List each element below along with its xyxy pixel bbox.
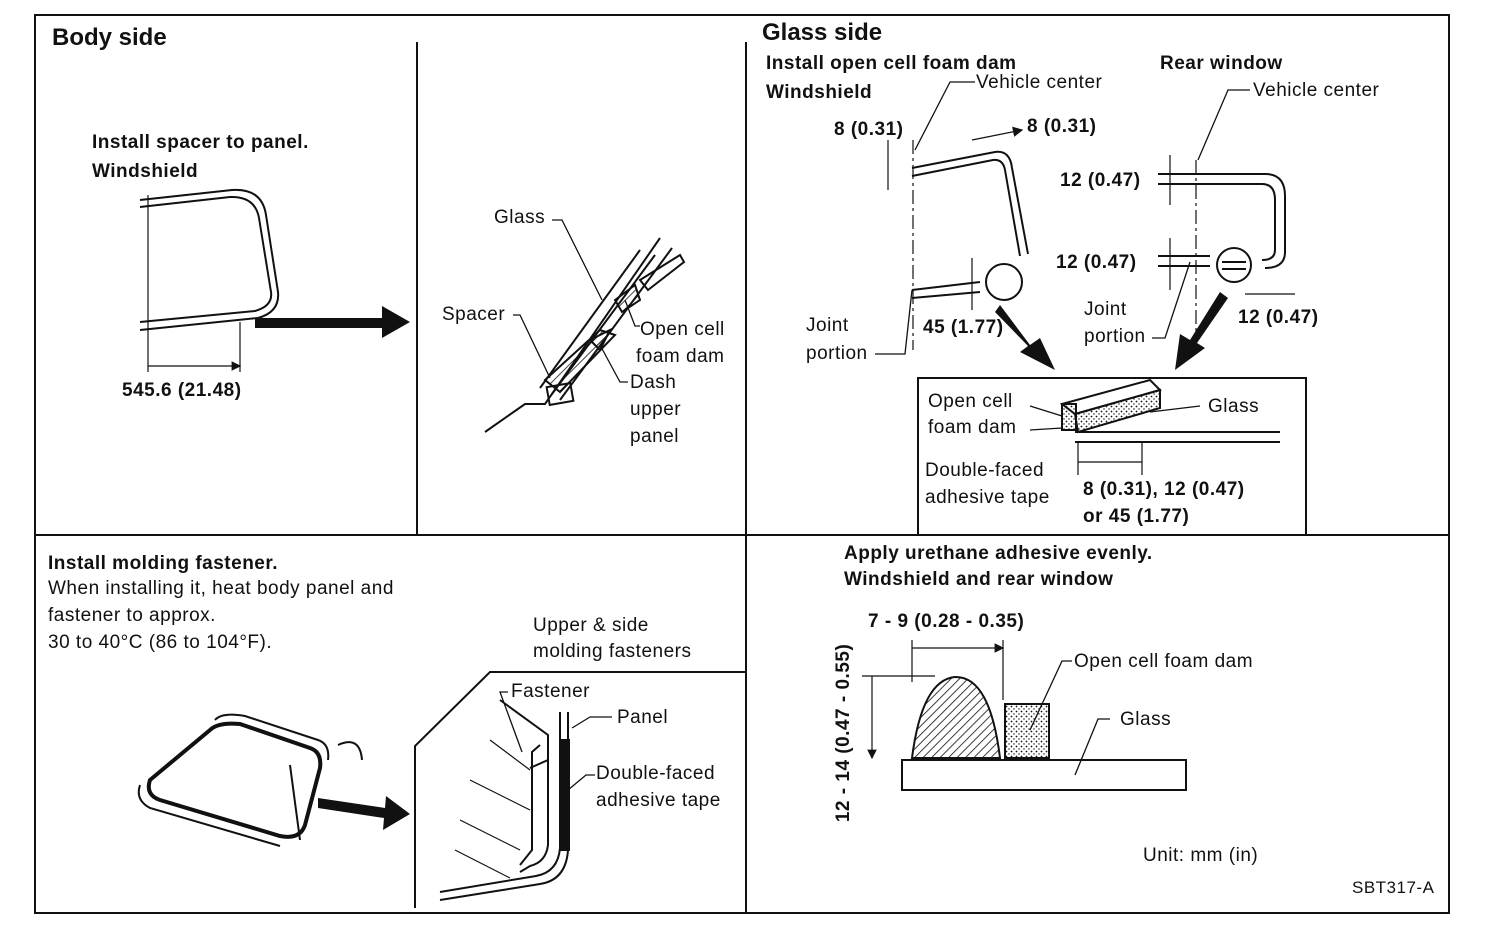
rear-window-arrow: [1175, 292, 1228, 370]
label-glass: Glass: [494, 207, 546, 228]
rear-window-joint-2: portion: [1084, 326, 1146, 347]
windshield-dim-top-left: 8 (0.31): [834, 119, 904, 140]
foam-dam-detail: [917, 377, 1307, 536]
label-spacer: Spacer: [442, 304, 506, 325]
windshield-arrow: [995, 305, 1055, 370]
spacer-leaders: [513, 219, 640, 383]
molding-note-2: fastener to approx.: [48, 605, 216, 626]
windshield-leaders: [875, 81, 1024, 355]
rear-window-dim-right: 12 (0.47): [1238, 307, 1319, 328]
detail-leaders: [1029, 405, 1201, 431]
label-dash-1: Dash: [630, 372, 677, 393]
molding-window-outline: [137, 713, 363, 847]
diagram-frame: [34, 14, 1450, 914]
urethane-leaders: [1029, 660, 1110, 776]
label-fastener: Fastener: [511, 681, 590, 702]
detail-glass: Glass: [1208, 396, 1260, 417]
windshield-title: Windshield: [766, 82, 873, 103]
molding-note-1: When installing it, heat body panel and: [48, 578, 394, 599]
label-panel: Panel: [617, 707, 669, 728]
spacer-cross-section: [484, 237, 686, 433]
body-side-subject: Windshield: [92, 161, 199, 182]
windshield-outline-glass: [887, 140, 1029, 350]
rear-window-dim-mid: 12 (0.47): [1056, 252, 1137, 273]
molding-step: Install molding fastener.: [48, 553, 278, 574]
molding-tape-2: adhesive tape: [596, 790, 721, 811]
unit-label: Unit: mm (in): [1143, 845, 1259, 866]
label-dash-3: panel: [630, 426, 679, 447]
detail-foam-1: Open cell: [928, 391, 1013, 412]
detail-foam-2: foam dam: [928, 417, 1017, 438]
urethane-foam: Open cell foam dam: [1074, 651, 1254, 672]
molding-tape-1: Double-faced: [596, 763, 716, 784]
windshield-vehicle-center: Vehicle center: [976, 72, 1103, 93]
body-side-title: Body side: [52, 24, 167, 51]
rear-window-outline: [1158, 155, 1295, 340]
molding-big-arrow: [318, 796, 410, 830]
glass-side-step: Install open cell foam dam: [766, 53, 1017, 74]
label-foam-1: Open cell: [640, 319, 725, 340]
rear-window-vehicle-center: Vehicle center: [1253, 80, 1380, 101]
label-foam-2: foam dam: [636, 346, 725, 367]
body-side-step: Install spacer to panel.: [92, 132, 309, 153]
detail-tape-2: adhesive tape: [925, 487, 1050, 508]
molding-fasteners-1: Upper & side: [533, 615, 649, 636]
windshield-joint-1: Joint: [806, 315, 849, 336]
urethane-height-dim: 12 - 14 (0.47 - 0.55): [833, 643, 855, 823]
urethane-step: Apply urethane adhesive evenly.: [844, 543, 1153, 564]
urethane-cross-section: [862, 640, 1187, 791]
detail-tape-1: Double-faced: [925, 460, 1045, 481]
rear-window-title: Rear window: [1160, 53, 1283, 74]
molding-note-3: 30 to 40°C (86 to 104°F).: [48, 632, 273, 653]
windshield-outline-body: [139, 188, 280, 372]
fastener-detail: [414, 671, 746, 908]
glass-side-title: Glass side: [762, 19, 883, 46]
rear-window-joint-1: Joint: [1084, 299, 1127, 320]
body-side-dimension: 545.6 (21.48): [122, 380, 242, 401]
fastener-leaders: [499, 691, 612, 791]
rear-window-leaders: [1152, 89, 1250, 339]
rear-window-dim-top: 12 (0.47): [1060, 170, 1141, 191]
molding-fasteners-2: molding fasteners: [533, 641, 692, 662]
urethane-glass: Glass: [1120, 709, 1172, 730]
windshield-dim-top-right: 8 (0.31): [1027, 116, 1097, 137]
windshield-joint-2: portion: [806, 343, 868, 364]
windshield-dim-bottom: 45 (1.77): [923, 317, 1004, 338]
label-dash-2: upper: [630, 399, 682, 420]
body-big-arrow: [255, 306, 410, 338]
urethane-subject: Windshield and rear window: [844, 569, 1114, 590]
urethane-width-dim: 7 - 9 (0.28 - 0.35): [868, 611, 1025, 632]
detail-dim-2: or 45 (1.77): [1083, 506, 1190, 527]
panel-dividers: [34, 42, 1450, 914]
detail-dim-1: 8 (0.31), 12 (0.47): [1083, 479, 1245, 500]
figure-code: SBT317-A: [1352, 878, 1435, 897]
